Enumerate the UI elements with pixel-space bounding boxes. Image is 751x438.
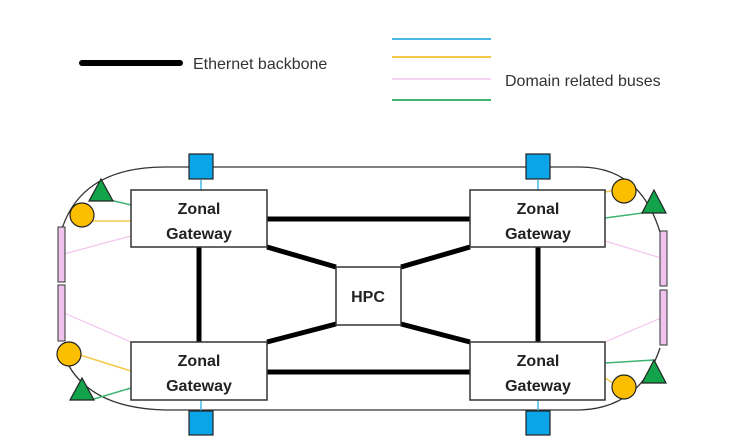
legend-backbone-label: Ethernet backbone [193, 56, 327, 73]
backbone-tr-hpc [400, 244, 471, 270]
bus-green-bl [93, 387, 132, 400]
backbone-tl-hpc [266, 244, 337, 270]
bar-right-upper [659, 230, 668, 287]
square-sensor-br [525, 410, 551, 436]
bus-pink-bl [63, 312, 132, 343]
bus-green-br [604, 359, 655, 364]
triangle-sensor-tr [641, 188, 667, 214]
gateway-label-line1: Zonal [178, 201, 221, 218]
bus-pink-br [604, 317, 662, 343]
hpc-label: HPC [351, 289, 385, 306]
gateway-top-right[interactable]: Zonal Gateway [469, 189, 606, 248]
gateway-label-line1: Zonal [517, 353, 560, 370]
sensors-triangle [68, 177, 667, 401]
gateway-label-line1: Zonal [517, 201, 560, 218]
gateway-bottom-left[interactable]: Zonal Gateway [130, 341, 268, 401]
legend: Ethernet backbone Domain related buses [79, 38, 661, 101]
backbone-br-hpc [400, 321, 471, 345]
circle-sensor-br [611, 374, 637, 400]
circle-sensor-bl [56, 341, 82, 367]
triangle-sensor-br [641, 358, 667, 384]
ethernet-backbone [196, 216, 541, 375]
square-sensor-bl [188, 410, 214, 436]
gateway-top-left[interactable]: Zonal Gateway [130, 189, 268, 248]
bar-right-lower [659, 289, 668, 346]
bar-left-upper [57, 226, 66, 283]
square-sensor-tl [188, 153, 214, 180]
backbone-bl-hpc [266, 321, 337, 345]
triangle-sensor-tl [87, 177, 115, 202]
gateway-label-line2: Gateway [505, 226, 571, 243]
gateway-label-line2: Gateway [166, 378, 232, 395]
circle-sensor-tl [69, 202, 95, 228]
bus-pink-tl [63, 235, 132, 255]
actuator-bars [57, 226, 668, 346]
gateway-label-line2: Gateway [505, 378, 571, 395]
sensors-circle [56, 178, 637, 400]
gateway-label-line2: Gateway [166, 226, 232, 243]
bus-pink-tr [604, 240, 662, 259]
square-sensor-tr [525, 153, 551, 180]
sensors-square [188, 153, 551, 436]
gateway-label-line1: Zonal [178, 353, 221, 370]
circle-sensor-tr [611, 178, 637, 204]
bar-left-lower [57, 284, 66, 342]
gateway-bottom-right[interactable]: Zonal Gateway [469, 341, 606, 401]
bus-yellow-bl [79, 354, 132, 372]
triangle-sensor-bl [68, 376, 96, 401]
hpc-node[interactable]: HPC [335, 266, 402, 326]
legend-buses-label: Domain related buses [505, 73, 661, 90]
